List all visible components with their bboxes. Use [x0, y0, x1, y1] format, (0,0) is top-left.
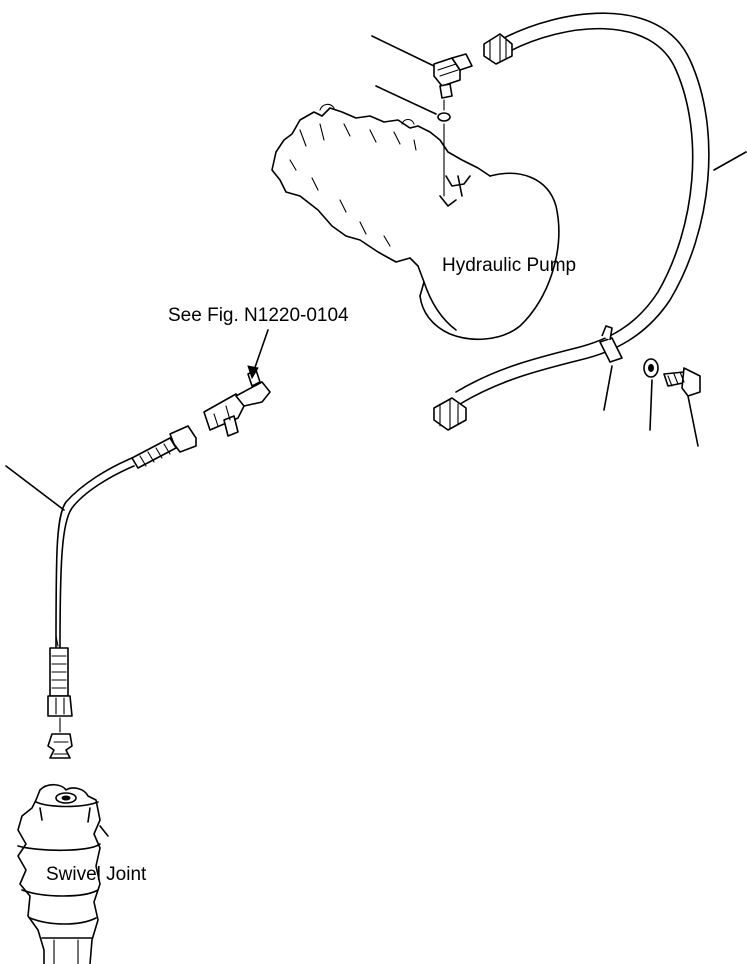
small-tube [55, 457, 135, 649]
leader-line-fitting [371, 35, 435, 67]
hydraulic-pump-outline [271, 103, 560, 341]
leader-line-tube [5, 465, 65, 511]
swivel-joint-body [17, 783, 109, 964]
swivel-joint-label: Swivel Joint [46, 864, 147, 885]
tee-fitting [203, 369, 271, 437]
hydraulic-pump-label: Hydraulic Pump [442, 255, 577, 276]
hose-fitting-top [483, 33, 513, 65]
leader-line-bolt [687, 395, 699, 447]
leader-line-hose [713, 151, 747, 171]
hydraulic-hose-large [455, 12, 710, 405]
tube-adapter-upper [131, 425, 197, 469]
o-ring [437, 112, 451, 122]
swivel-centerline [55, 635, 61, 733]
leader-line-clamp [603, 365, 613, 411]
tube-adapter-lower [47, 647, 73, 717]
leader-line-washer [649, 379, 653, 431]
nipple-fitting [47, 733, 73, 759]
elbow-fitting [433, 53, 473, 99]
arrowhead [247, 365, 259, 380]
figure-reference-label: See Fig. N1220-0104 [168, 305, 349, 326]
leader-line-oring [375, 85, 437, 115]
bolt [663, 367, 701, 397]
washer [643, 358, 659, 378]
hose-clamp [599, 325, 623, 363]
hose-fitting-bottom [433, 397, 467, 431]
